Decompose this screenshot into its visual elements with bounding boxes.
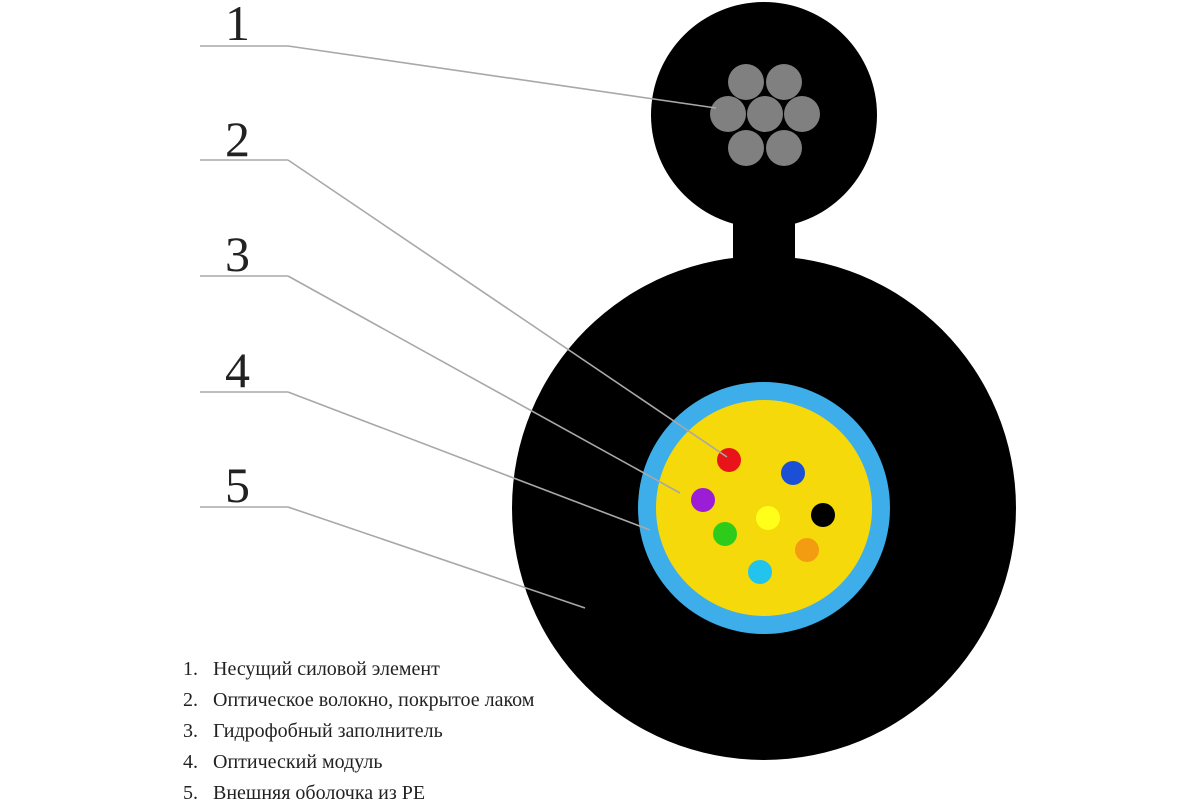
legend-item: 2. Оптическое волокно, покрытое лаком — [183, 685, 534, 716]
optical-fiber — [717, 448, 741, 472]
messenger-group — [651, 2, 877, 280]
legend-item-number: 3. — [183, 720, 198, 742]
steel-strand — [766, 64, 802, 100]
legend-item-number: 2. — [183, 689, 198, 711]
legend-item: 3. Гидрофобный заполнитель — [183, 716, 534, 747]
legend-item-number: 4. — [183, 751, 198, 773]
callout-number-4: 4 — [225, 342, 250, 398]
leader-line-5 — [287, 506, 586, 609]
steel-strand — [747, 96, 783, 132]
legend-item-text: Внешняя оболочка из PE — [213, 782, 426, 804]
steel-strand — [766, 130, 802, 166]
legend-item-text: Несущий силовой элемент — [213, 658, 440, 680]
optical-fiber — [756, 506, 780, 530]
optical-fiber — [691, 488, 715, 512]
steel-strand — [728, 64, 764, 100]
steel-strand — [784, 96, 820, 132]
optical-fiber — [781, 461, 805, 485]
legend-item-text: Оптический модуль — [213, 751, 383, 773]
legend-item-number: 5. — [183, 782, 198, 804]
callout-numbers: 1 2 3 4 5 — [225, 0, 250, 513]
leader-line-3 — [287, 275, 681, 494]
steel-strand — [710, 96, 746, 132]
callout-number-2: 2 — [225, 111, 250, 167]
legend-list: 1. Несущий силовой элемент 2. Оптическое… — [183, 654, 534, 809]
leader-line-4 — [287, 391, 651, 531]
leader-line-1 — [287, 45, 717, 109]
optical-fiber — [748, 560, 772, 584]
legend-item: 4. Оптический модуль — [183, 747, 534, 778]
callout-number-1: 1 — [225, 0, 250, 51]
optical-fiber — [795, 538, 819, 562]
callout-number-3: 3 — [225, 226, 250, 282]
leader-line-2 — [287, 159, 728, 458]
legend-item: 1. Несущий силовой элемент — [183, 654, 534, 685]
optical-fiber — [811, 503, 835, 527]
legend-item-text: Оптическое волокно, покрытое лаком — [213, 689, 535, 711]
steel-strands — [710, 64, 820, 166]
main-cable-group — [512, 256, 1016, 760]
optical-fiber — [713, 522, 737, 546]
callout-number-5: 5 — [225, 457, 250, 513]
legend-item: 5. Внешняя оболочка из PE — [183, 778, 534, 809]
steel-strand — [728, 130, 764, 166]
legend-item-text: Гидрофобный заполнитель — [213, 720, 443, 742]
callout-lines — [200, 45, 728, 609]
legend-item-number: 1. — [183, 658, 198, 680]
